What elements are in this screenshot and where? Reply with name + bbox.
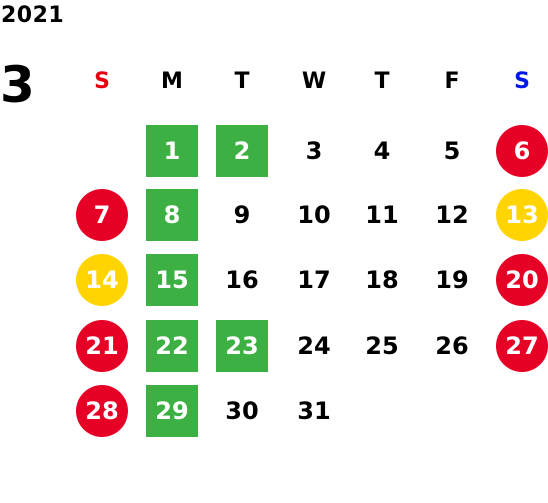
day-cell: 7	[76, 189, 128, 241]
weekday-header: T	[374, 68, 390, 94]
weekday-header: W	[301, 68, 327, 94]
month-number: 3	[0, 56, 35, 114]
weekday-header: F	[444, 68, 460, 94]
day-cell: 29	[146, 385, 198, 437]
day-cell: 2	[216, 125, 268, 177]
day-cell: 13	[496, 189, 548, 241]
day-cell: 14	[76, 254, 128, 306]
day-cell: 31	[297, 397, 331, 425]
day-cell: 24	[297, 332, 331, 360]
day-cell: 23	[216, 320, 268, 372]
day-cell: 4	[373, 137, 391, 165]
weekday-header: S	[94, 68, 110, 94]
day-cell: 5	[443, 137, 461, 165]
day-cell: 10	[297, 201, 331, 229]
day-cell: 26	[435, 332, 469, 360]
weekday-header: M	[161, 68, 183, 94]
weekday-header: T	[234, 68, 250, 94]
day-cell: 28	[76, 385, 128, 437]
day-cell: 22	[146, 320, 198, 372]
day-cell: 6	[496, 125, 548, 177]
day-cell: 25	[365, 332, 399, 360]
day-cell: 27	[496, 320, 548, 372]
day-cell: 3	[305, 137, 323, 165]
day-cell: 17	[297, 266, 331, 294]
weekday-header: S	[514, 68, 530, 94]
day-cell: 12	[435, 201, 469, 229]
day-cell: 1	[146, 125, 198, 177]
day-cell: 16	[225, 266, 259, 294]
year-label: 2021	[1, 3, 65, 28]
day-cell: 8	[146, 189, 198, 241]
day-cell: 21	[76, 320, 128, 372]
day-cell: 9	[233, 201, 251, 229]
day-cell: 18	[365, 266, 399, 294]
day-cell: 11	[365, 201, 399, 229]
day-cell: 30	[225, 397, 259, 425]
day-cell: 15	[146, 254, 198, 306]
day-cell: 19	[435, 266, 469, 294]
day-cell: 20	[496, 254, 548, 306]
